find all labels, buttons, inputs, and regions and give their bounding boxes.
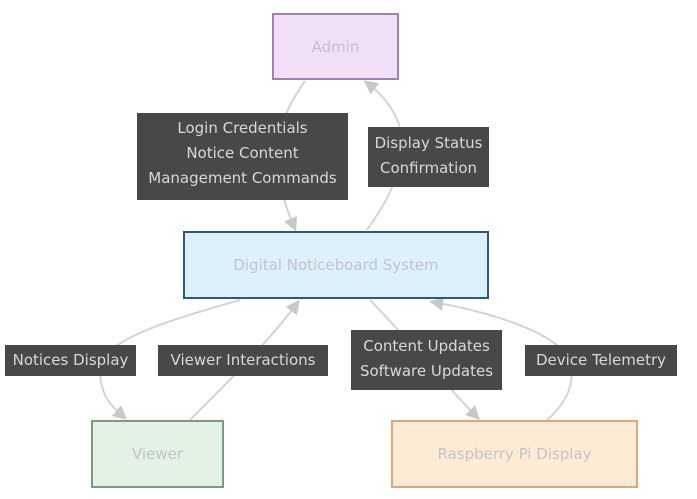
edge-label-system-to-admin: Display Status Confirmation xyxy=(368,127,489,187)
edge-label-line: Display Status xyxy=(374,134,483,152)
edge-label-pi-to-system: Device Telemetry xyxy=(525,345,677,376)
node-viewer-label: Viewer xyxy=(132,445,183,463)
edge-label-viewer-to-system: Viewer Interactions xyxy=(158,345,328,376)
edge-label-line: Login Credentials xyxy=(177,119,308,137)
edge-label-line: Management Commands xyxy=(148,169,337,187)
node-viewer[interactable]: Viewer xyxy=(91,420,224,488)
edge-label-system-to-pi: Content Updates Software Updates xyxy=(351,330,502,390)
edge-label-admin-to-system: Login Credentials Notice Content Managem… xyxy=(137,113,348,200)
node-admin-label: Admin xyxy=(311,37,360,56)
edge-label-line: Viewer Interactions xyxy=(170,351,316,369)
node-pi-label: Raspberry Pi Display xyxy=(437,445,592,463)
edge-label-line: Device Telemetry xyxy=(535,351,667,369)
node-raspberry-pi-display[interactable]: Raspberry Pi Display xyxy=(391,420,638,488)
node-admin[interactable]: Admin xyxy=(272,13,399,80)
edge-label-system-to-viewer: Notices Display xyxy=(5,345,136,376)
edge-label-line: Content Updates xyxy=(363,337,490,355)
edge-label-line: Software Updates xyxy=(359,362,494,380)
edge-label-line: Notice Content xyxy=(186,144,299,162)
edge-label-line: Confirmation xyxy=(379,159,478,177)
node-digital-noticeboard-system[interactable]: Digital Noticeboard System xyxy=(183,231,489,299)
node-system-label: Digital Noticeboard System xyxy=(233,256,439,274)
edge-label-line: Notices Display xyxy=(12,351,129,369)
